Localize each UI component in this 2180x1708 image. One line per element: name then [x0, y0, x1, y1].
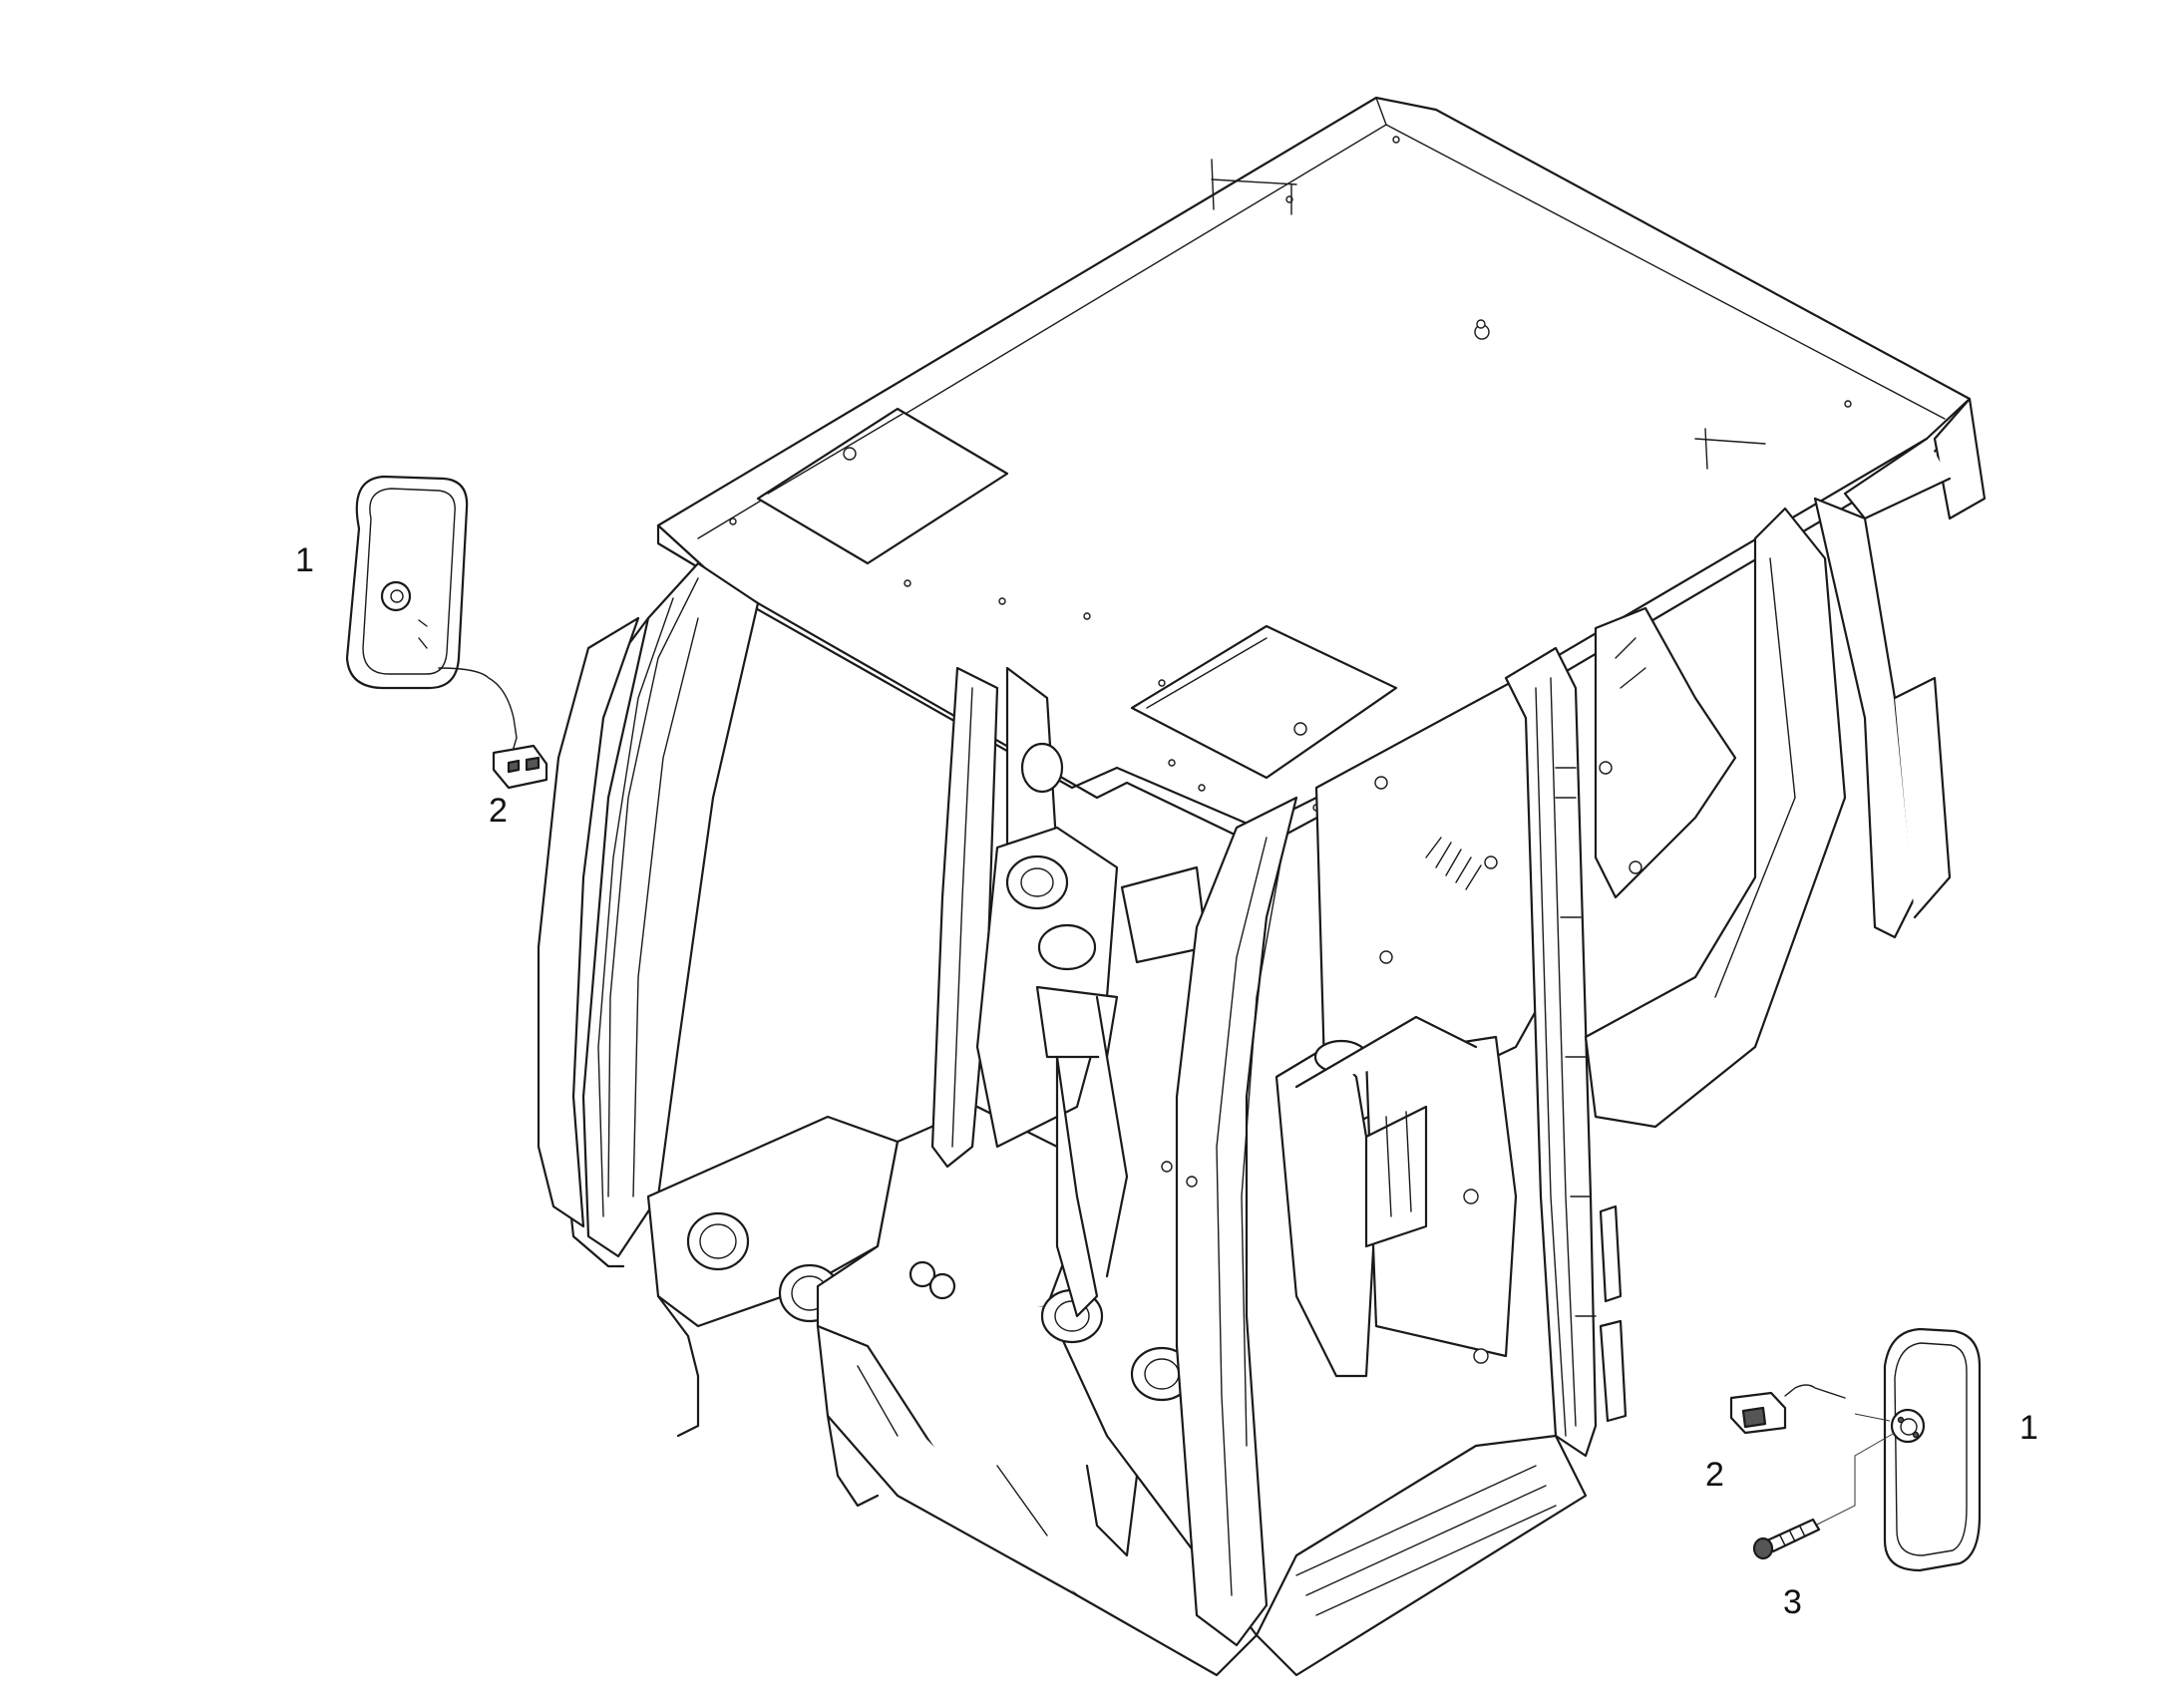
left-connector-part — [492, 744, 548, 790]
right-mirror-assembly — [1729, 1327, 1982, 1572]
left-mirror-housing — [345, 475, 469, 690]
callout-left-mirror: 1 — [295, 541, 314, 579]
right-bolt-part — [1752, 1518, 1821, 1560]
operator-cab — [537, 96, 1987, 1677]
callout-right-bolt: 3 — [1783, 1583, 1802, 1621]
callout-right-mirror: 1 — [2019, 1409, 2038, 1447]
callout-left-connector: 2 — [489, 792, 508, 830]
callout-right-connector: 2 — [1705, 1456, 1724, 1494]
left-mirror-assembly — [345, 475, 548, 790]
right-connector-part — [1729, 1391, 1787, 1435]
left-mirror-cable — [438, 667, 518, 759]
right-mirror-housing — [1883, 1327, 1982, 1572]
